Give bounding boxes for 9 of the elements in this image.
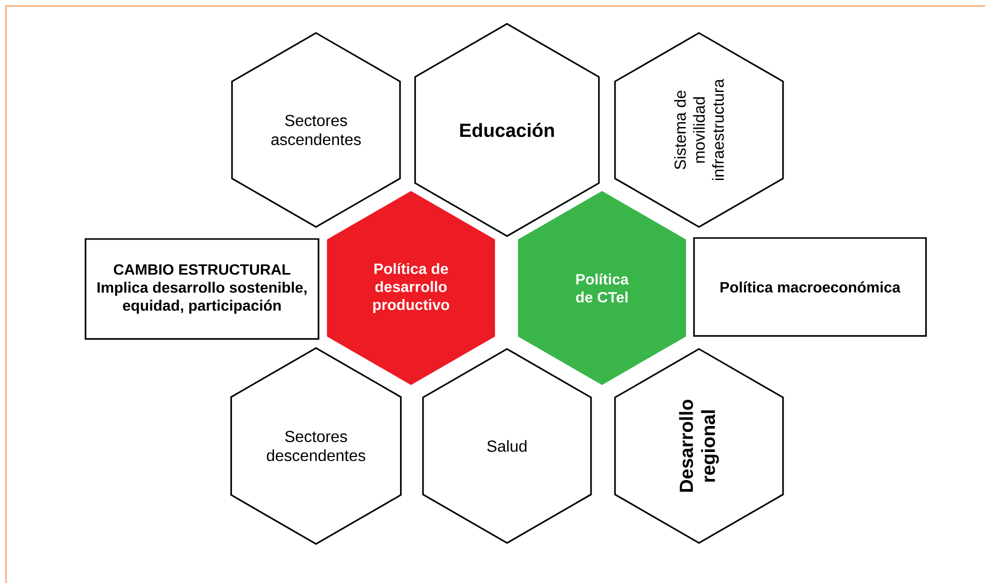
text-box: Política macroeconómica [693,237,927,337]
hexagon: Sectores ascendentes [231,32,401,228]
hexagon: Desarrollo regional [614,348,784,544]
hexagon: Política de desarrollo productivo [327,191,495,385]
hexagon: Política de CTel [518,191,686,385]
hexagon: Sectores descendentes [230,347,402,545]
hexagon: Salud [422,348,592,544]
text-box: CAMBIO ESTRUCTURAL Implica desarrollo sostenible, equidad, participación [84,238,320,340]
hexagon: Sistema de movilidad infraestructura [614,32,784,228]
